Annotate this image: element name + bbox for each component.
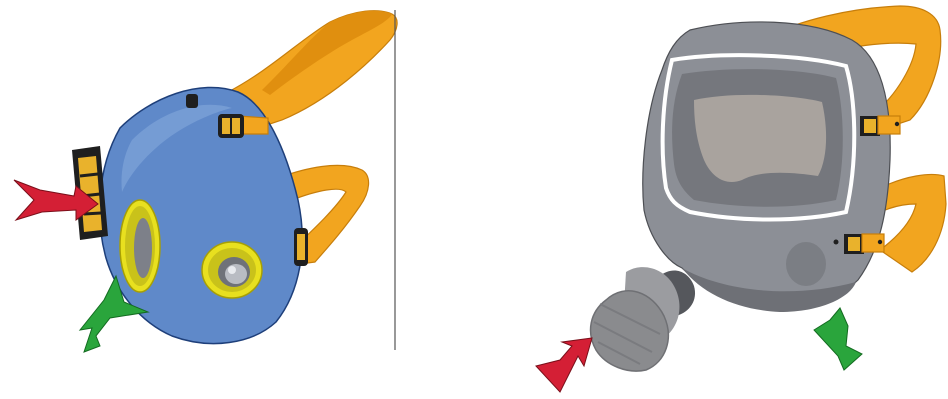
full-face-mask [536,6,946,392]
half-mask-respirator [14,10,397,352]
full-mask-inhalation-arrow [536,338,592,392]
half-mask-upper-clip [186,94,198,108]
half-mask-exhalation-valve [202,242,262,298]
half-mask-left-filter [120,200,160,292]
full-mask-filter-canister [591,267,695,371]
full-mask-exhalation-port [786,242,826,286]
full-mask-exhalation-arrow [814,308,862,370]
half-mask-side-buckle [294,228,308,266]
full-mask-upper-buckle [860,116,900,136]
half-mask-top-buckle [218,114,268,138]
